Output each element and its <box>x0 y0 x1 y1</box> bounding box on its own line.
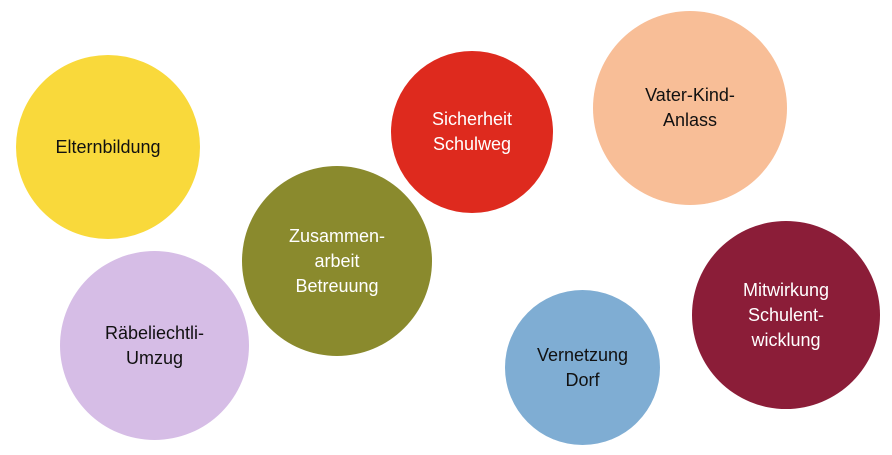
bubble-elternbildung: Elternbildung <box>16 55 200 239</box>
bubble-mitwirkung-schulentwicklung: Mitwirkung Schulent- wicklung <box>692 221 880 409</box>
bubble-label: Sicherheit Schulweg <box>432 107 512 157</box>
label-line: Schulent- <box>747 304 825 325</box>
label-line: Anlass <box>662 110 717 130</box>
bubble-vernetzung-dorf: Vernetzung Dorf <box>505 290 660 445</box>
label-line: Mitwirkung <box>742 279 830 300</box>
label-line: Schulweg <box>432 134 512 154</box>
label-line: arbeit <box>314 250 360 271</box>
bubble-zusammenarbeit-betreuung: Zusammen- arbeit Betreuung <box>242 166 432 356</box>
label-line: Vernetzung <box>536 344 629 365</box>
bubble-label: Vater-Kind- Anlass <box>645 83 735 133</box>
bubble-label: Vernetzung Dorf <box>537 343 628 393</box>
label-line: Sicherheit <box>431 109 513 129</box>
bubble-label: Räbeliechtli- Umzug <box>105 321 204 371</box>
bubble-raebeliechtli-umzug: Räbeliechtli- Umzug <box>60 251 249 440</box>
bubble-sicherheit-schulweg: Sicherheit Schulweg <box>391 51 553 213</box>
label-line: wicklung <box>751 329 821 350</box>
label-line: Zusammen- <box>288 225 386 246</box>
label-line: Räbeliechtli- <box>104 322 205 343</box>
bubble-label: Zusammen- arbeit Betreuung <box>289 224 385 299</box>
label-line: Umzug <box>125 347 183 368</box>
label-line: Elternbildung <box>55 136 161 157</box>
bubble-vater-kind-anlass: Vater-Kind- Anlass <box>593 11 787 205</box>
bubble-label: Elternbildung <box>55 135 160 160</box>
bubble-label: Mitwirkung Schulent- wicklung <box>743 278 829 353</box>
label-line: Dorf <box>565 369 600 390</box>
label-line: Vater-Kind- <box>645 85 735 105</box>
label-line: Betreuung <box>295 275 379 296</box>
